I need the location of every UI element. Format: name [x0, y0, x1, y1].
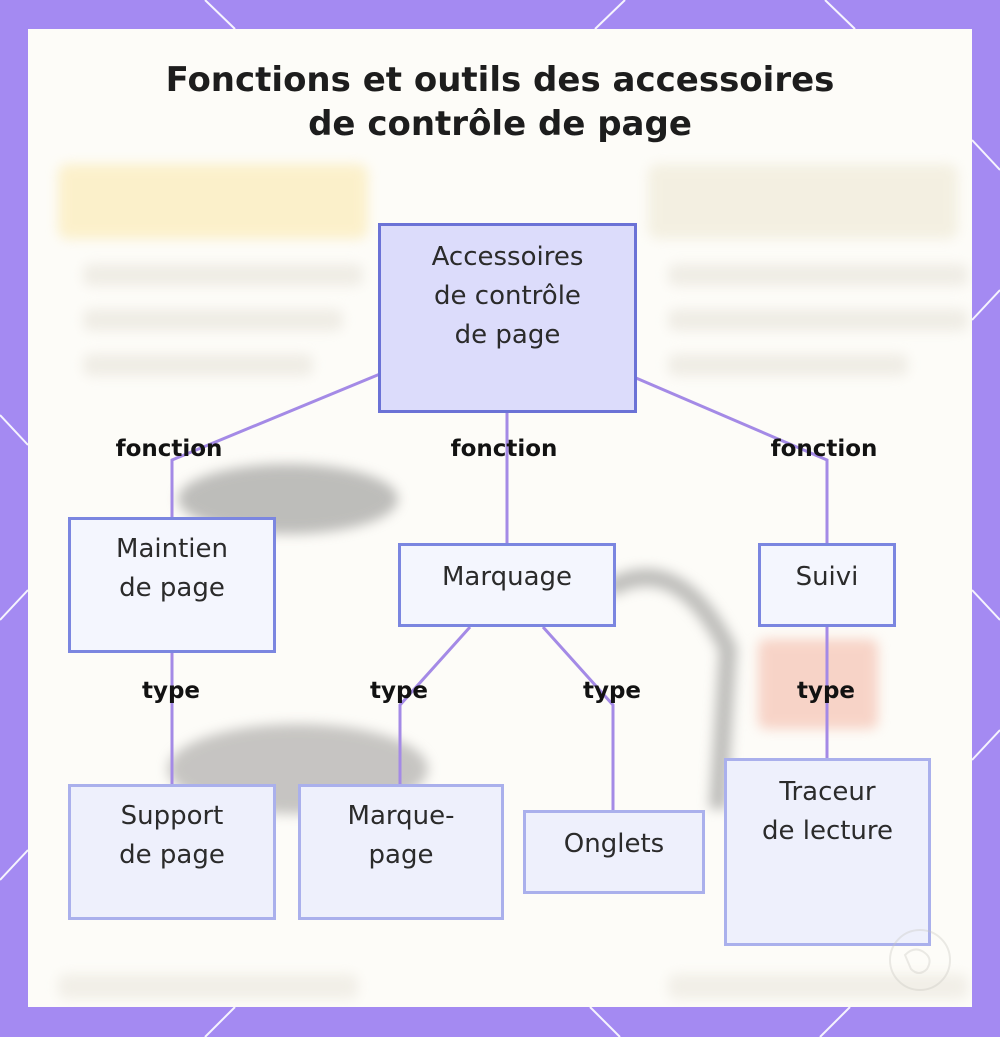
node-marque-page-label: Marque- page — [347, 801, 455, 870]
node-support-de-page: Support de page — [68, 784, 276, 920]
edge-label-maintien-support: type — [141, 678, 201, 704]
node-marque-page: Marque- page — [298, 784, 504, 920]
node-traceur-label: Traceur de lecture — [761, 777, 894, 846]
edge-label-root-marquage: fonction — [450, 436, 558, 462]
node-root-label: Accessoires de contrôle de page — [431, 242, 584, 350]
node-suivi: Suivi — [758, 543, 896, 627]
edge-root-suivi — [635, 376, 829, 544]
title-line-2: de contrôle de page — [308, 104, 692, 144]
node-onglets: Onglets — [523, 810, 705, 894]
node-maintien-de-page: Maintien de page — [68, 517, 276, 653]
edge-label-suivi-traceur: type — [796, 678, 856, 704]
watermark-globe-icon — [889, 929, 951, 991]
node-traceur-de-lecture: Traceur de lecture — [724, 758, 931, 946]
node-suivi-label: Suivi — [795, 562, 859, 592]
diagram-title: Fonctions et outils des accessoires de c… — [0, 58, 1000, 146]
node-marquage-label: Marquage — [441, 562, 572, 592]
edge-marquage-onglets — [541, 625, 615, 811]
node-marquage: Marquage — [398, 543, 616, 627]
edge-label-root-maintien: fonction — [115, 436, 223, 462]
edge-label-marquage-onglets: type — [582, 678, 642, 704]
node-support-label: Support de page — [119, 801, 225, 870]
blurred-background-illustration — [58, 164, 968, 999]
edge-marquage-marque-page — [398, 625, 472, 785]
node-root: Accessoires de contrôle de page — [378, 223, 637, 413]
title-line-1: Fonctions et outils des accessoires — [165, 60, 835, 100]
node-maintien-label: Maintien de page — [116, 534, 228, 603]
node-onglets-label: Onglets — [563, 829, 665, 859]
edge-label-root-suivi: fonction — [770, 436, 878, 462]
edge-root-maintien — [170, 372, 381, 518]
edge-label-marquage-marque-page: type — [369, 678, 429, 704]
